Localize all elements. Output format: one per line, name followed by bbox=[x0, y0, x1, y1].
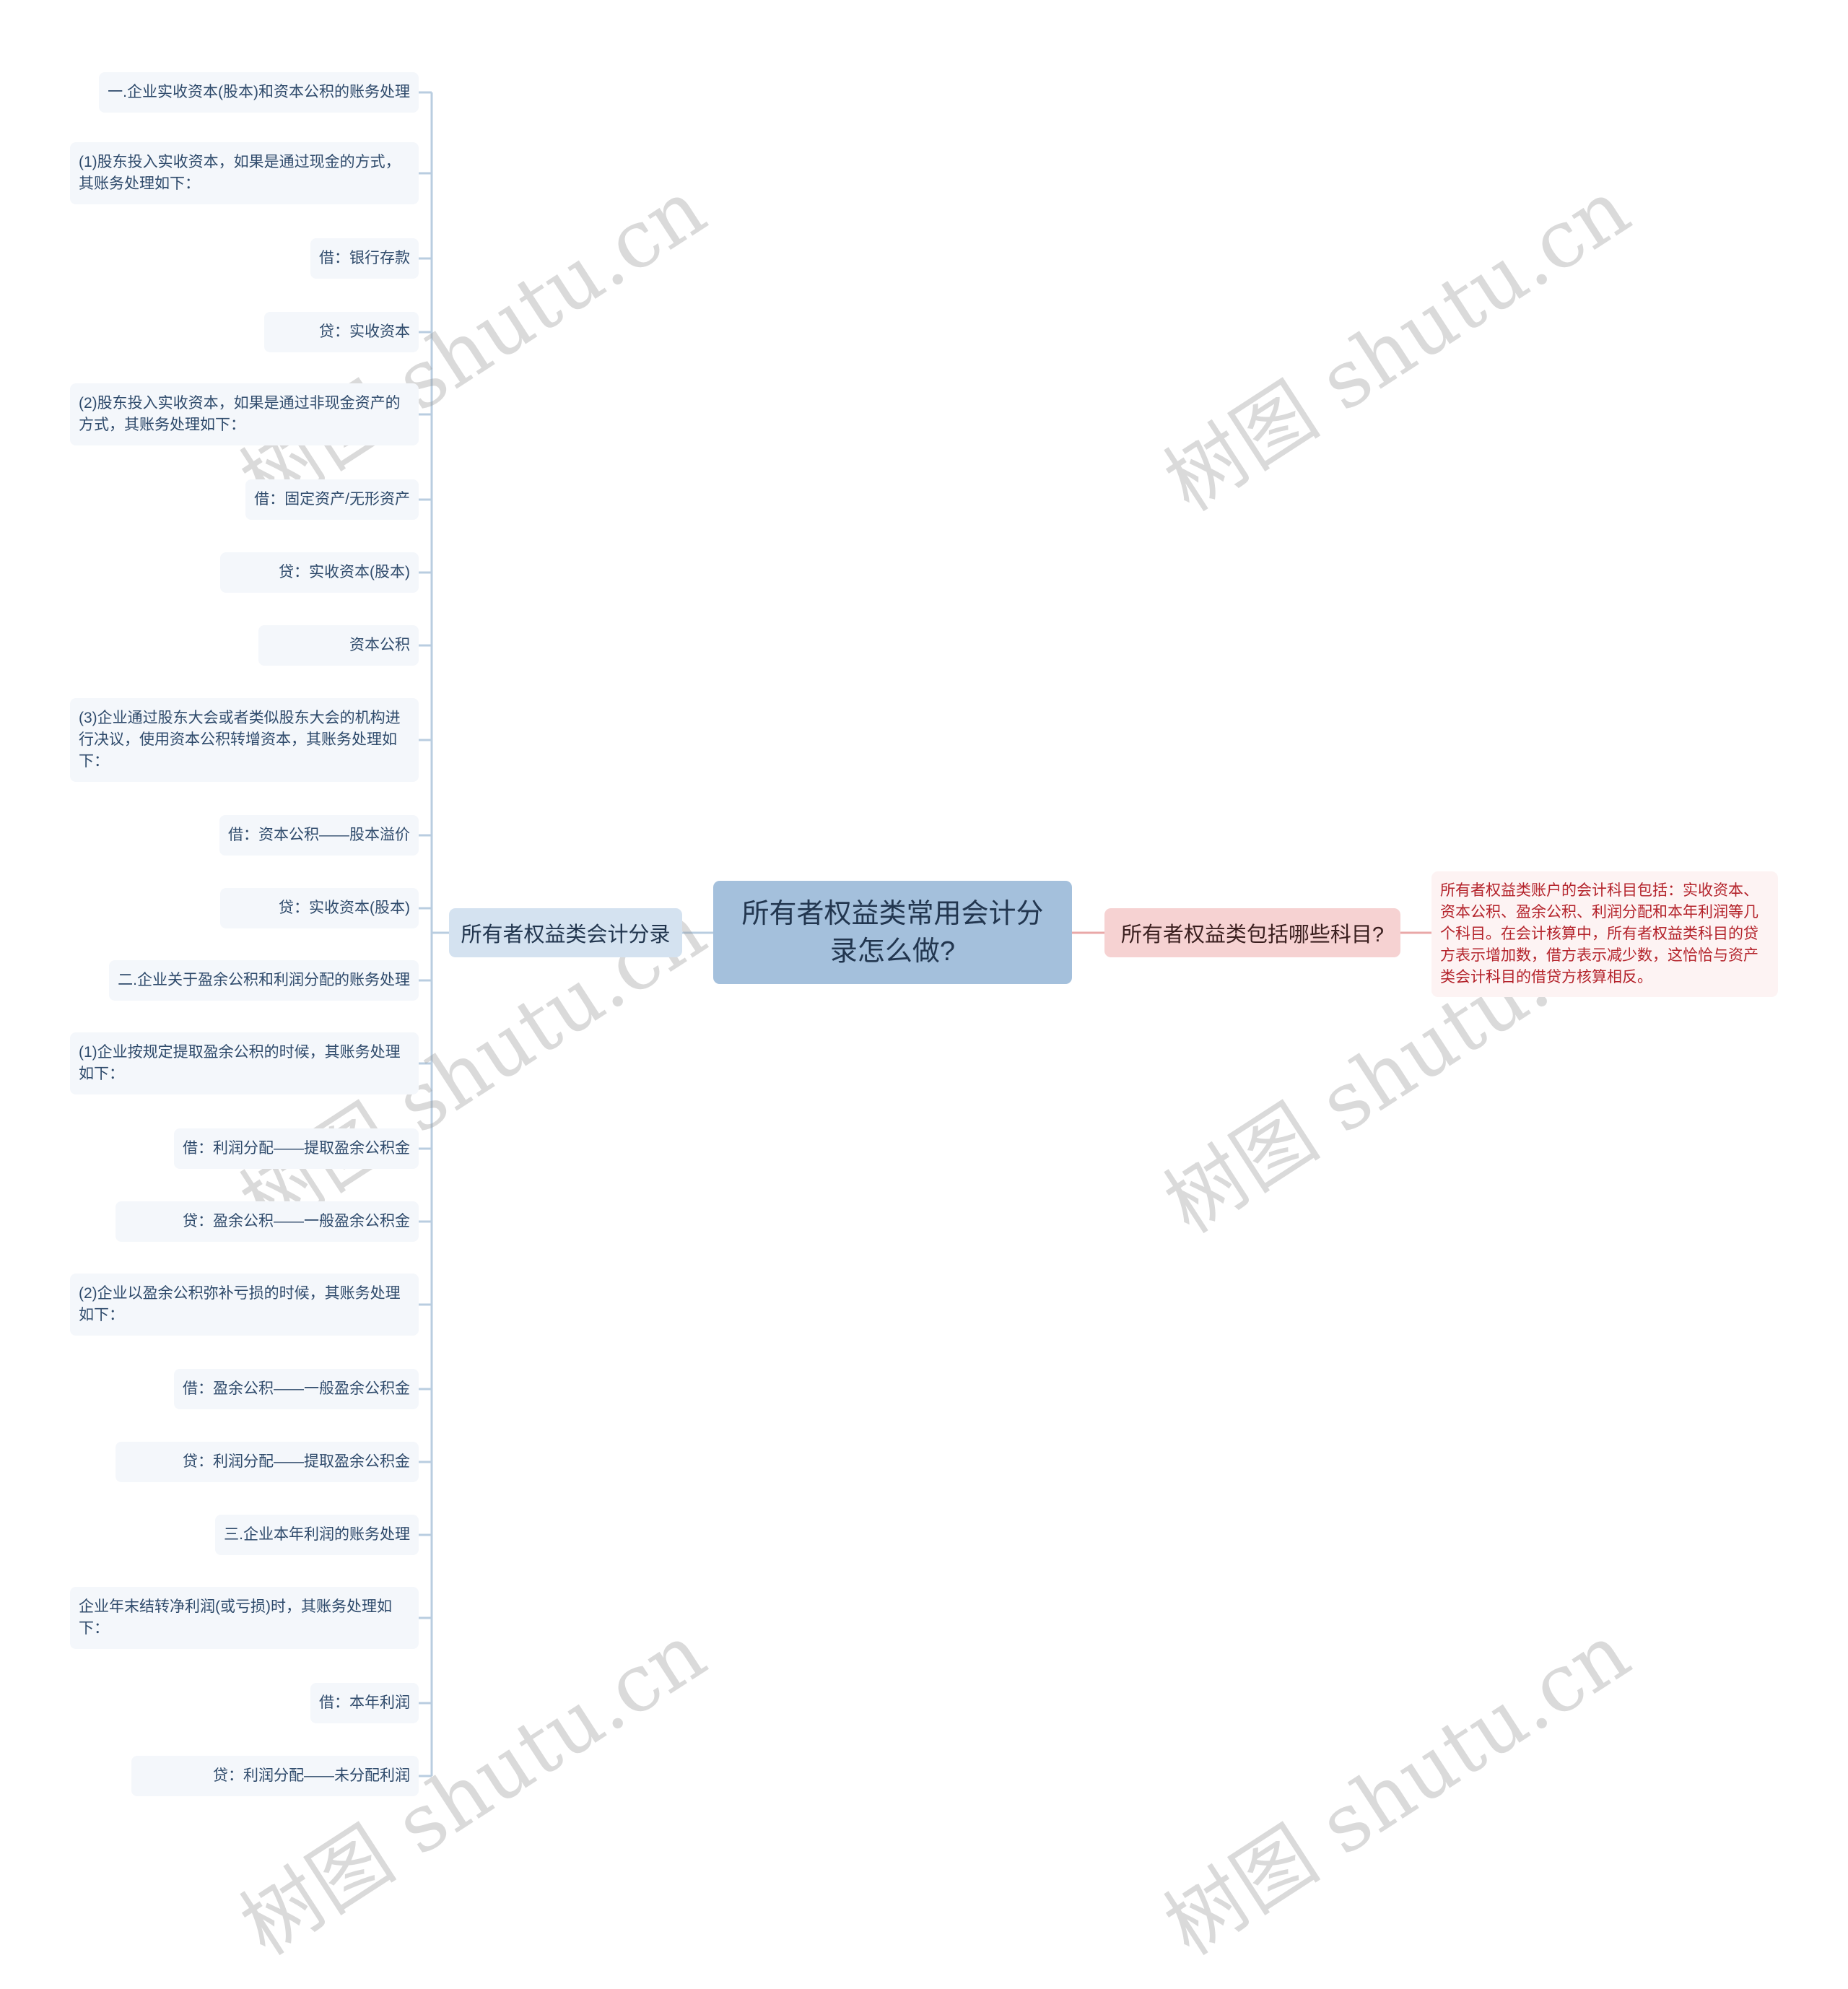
leaf-node[interactable]: 贷：利润分配——提取盈余公积金 bbox=[116, 1442, 419, 1482]
leaf-node[interactable]: (1)股东投入实收资本，如果是通过现金的方式，其账务处理如下： bbox=[70, 142, 419, 204]
leaf-node[interactable]: 资本公积 bbox=[258, 625, 419, 666]
leaf-node[interactable]: 贷：实收资本(股本) bbox=[220, 888, 419, 928]
leaf-node[interactable]: (2)股东投入实收资本，如果是通过非现金资产的方式，其账务处理如下： bbox=[70, 383, 419, 445]
leaf-node[interactable]: 二.企业关于盈余公积和利润分配的账务处理 bbox=[109, 960, 419, 1001]
branch-accounting-entries[interactable]: 所有者权益类会计分录 bbox=[449, 908, 682, 957]
leaf-node[interactable]: (2)企业以盈余公积弥补亏损的时候，其账务处理如下： bbox=[70, 1274, 419, 1336]
leaf-node[interactable]: 借：利润分配——提取盈余公积金 bbox=[174, 1128, 419, 1169]
branch-equity-accounts[interactable]: 所有者权益类包括哪些科目? bbox=[1104, 908, 1400, 957]
leaf-node[interactable]: 贷：实收资本 bbox=[264, 312, 419, 352]
leaf-node[interactable]: 借：银行存款 bbox=[310, 238, 419, 279]
leaf-node[interactable]: 企业年末结转净利润(或亏损)时，其账务处理如下： bbox=[70, 1587, 419, 1649]
root-topic-node[interactable]: 所有者权益类常用会计分录怎么做? bbox=[713, 881, 1072, 984]
leaf-node[interactable]: 借：盈余公积——一般盈余公积金 bbox=[174, 1369, 419, 1409]
leaf-node[interactable]: (3)企业通过股东大会或者类似股东大会的机构进行决议，使用资本公积转增资本，其账… bbox=[70, 698, 419, 782]
leaf-node[interactable]: 贷：盈余公积——一般盈余公积金 bbox=[116, 1201, 419, 1242]
equity-accounts-description[interactable]: 所有者权益类账户的会计科目包括：实收资本、资本公积、盈余公积、利润分配和本年利润… bbox=[1431, 871, 1778, 997]
connector-lines bbox=[419, 91, 1431, 1777]
leaf-node[interactable]: (1)企业按规定提取盈余公积的时候，其账务处理如下： bbox=[70, 1032, 419, 1094]
leaf-node[interactable]: 三.企业本年利润的账务处理 bbox=[215, 1515, 419, 1555]
leaf-node[interactable]: 借：资本公积——股本溢价 bbox=[219, 815, 419, 856]
leaf-node[interactable]: 借：本年利润 bbox=[310, 1683, 419, 1723]
leaf-node[interactable]: 借：固定资产/无形资产 bbox=[245, 479, 419, 520]
leaf-node[interactable]: 贷：实收资本(股本) bbox=[220, 552, 419, 593]
leaf-node[interactable]: 贷：利润分配——未分配利润 bbox=[131, 1756, 419, 1796]
leaf-node[interactable]: 一.企业实收资本(股本)和资本公积的账务处理 bbox=[99, 72, 419, 113]
